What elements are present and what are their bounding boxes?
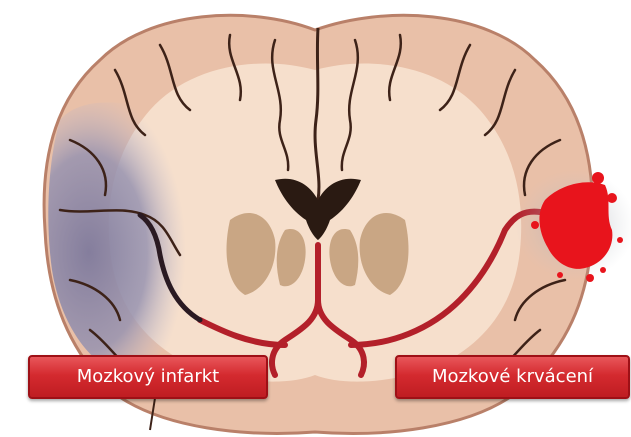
infarct-label: Mozkový infarkt — [28, 355, 268, 399]
hemorrhage-label: Mozkové krvácení — [395, 355, 630, 399]
